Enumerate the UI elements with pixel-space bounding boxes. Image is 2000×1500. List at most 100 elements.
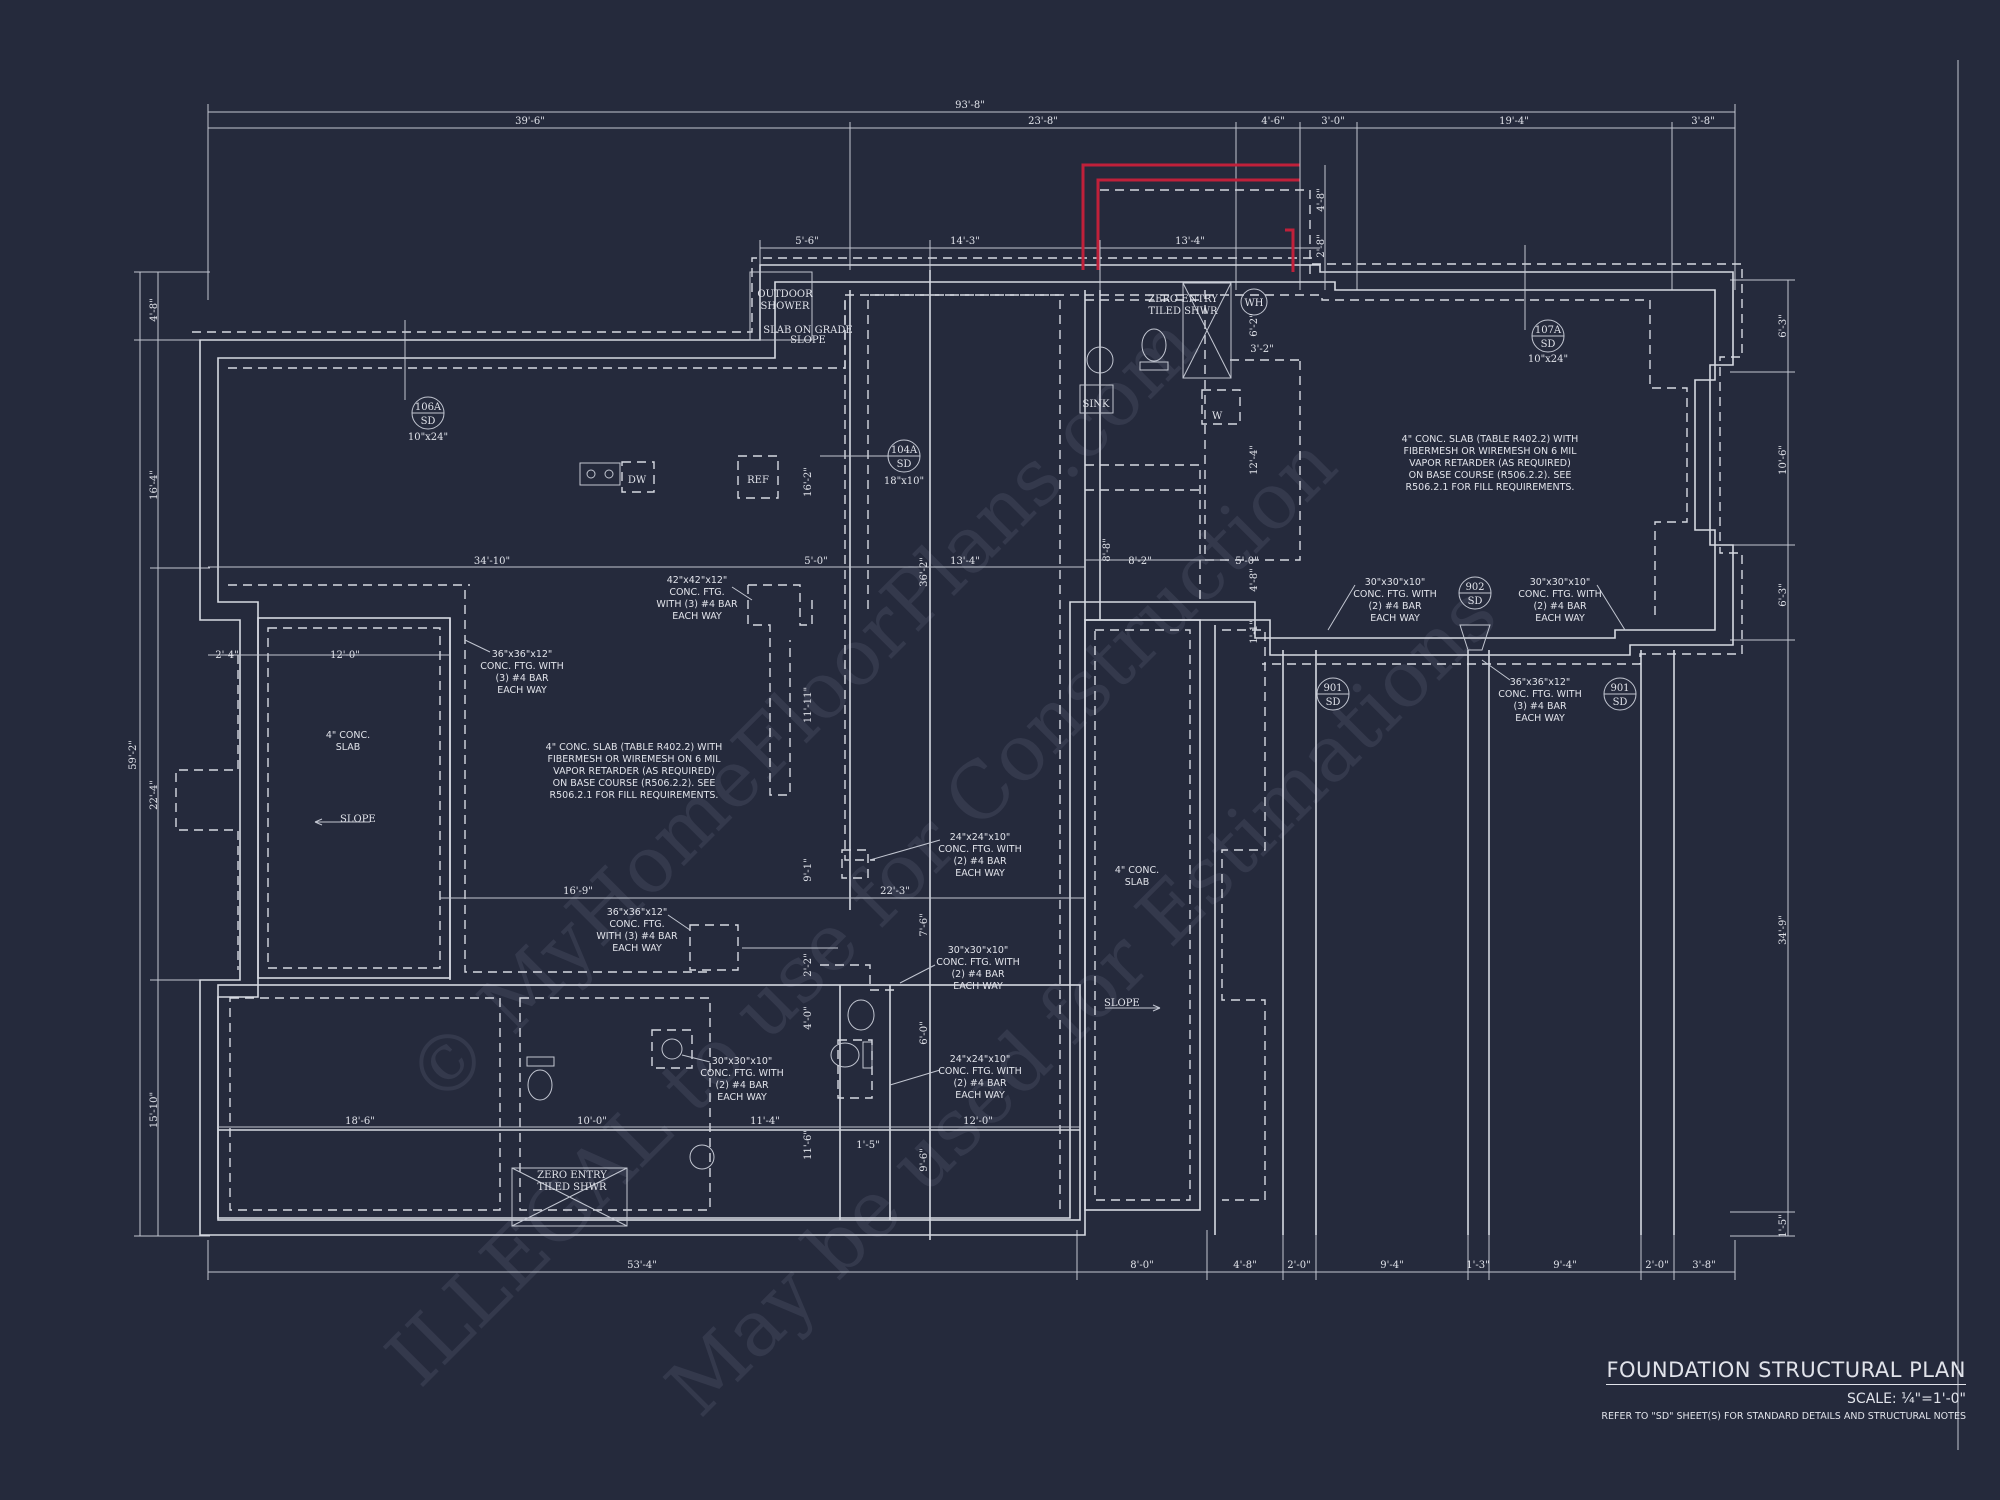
dim-int-w4: 8'-2" [1128, 556, 1151, 567]
dim-left-d: 15'-10" [149, 1092, 160, 1128]
svg-text:CONC. FTG. WITH: CONC. FTG. WITH [938, 844, 1022, 855]
sheet-reference-note: REFER TO "SD" SHEET(S) FOR STANDARD DETA… [1601, 1411, 1966, 1422]
dim-int-v3: 11'-11" [803, 687, 814, 723]
dim-right-e: 1'-5" [1778, 1214, 1789, 1237]
dim-right-d: 34'-9" [1778, 915, 1789, 945]
lav-box [651, 1029, 693, 1069]
dim-bottom-h: 2'-0" [1645, 1260, 1668, 1271]
svg-text:WITH (3) #4 BAR: WITH (3) #4 BAR [656, 599, 738, 610]
dishwasher-box [621, 461, 655, 493]
svg-text:30"x30"x10": 30"x30"x10" [1530, 577, 1591, 588]
slab-left-label-1: 4" CONC. [326, 730, 370, 741]
washer-box [1201, 389, 1241, 425]
dim-int-v16: 1'-1" [1249, 620, 1260, 643]
sheet-title: FOUNDATION STRUCTURAL PLAN [1606, 1358, 1966, 1385]
svg-text:(2) #4 BAR: (2) #4 BAR [951, 969, 1005, 980]
dim-left-c: 22'-4" [149, 780, 160, 810]
svg-text:(2) #4 BAR: (2) #4 BAR [1368, 601, 1422, 612]
highlighted-wall-inner [1096, 178, 1300, 270]
detail-tag: 106A SD 10"x24" [404, 320, 448, 443]
dim-int-w13: 1'-5" [856, 1140, 879, 1151]
dim-top-e: 19'-4" [1499, 116, 1529, 127]
tag-902-top: 902 [1465, 582, 1484, 593]
note-ftg-42: 42"x42"x12" CONC. FTG. WITH (3) #4 BAR E… [656, 575, 738, 622]
dim-int-w12: 11'-4" [750, 1116, 780, 1127]
dim-int-w2: 5'-0" [804, 556, 827, 567]
svg-text:42"x42"x12": 42"x42"x12" [667, 575, 728, 586]
svg-text:EACH WAY: EACH WAY [955, 868, 1005, 879]
svg-text:ON BASE COURSE (R506.2.2). SEE: ON BASE COURSE (R506.2.2). SEE [1409, 470, 1572, 481]
dim-int-w11: 10'-0" [577, 1116, 607, 1127]
note-ftg-24b: 24"x24"x10" CONC. FTG. WITH (2) #4 BAR E… [938, 1054, 1022, 1101]
svg-text:EACH WAY: EACH WAY [497, 685, 547, 696]
dim-int-w3: 13'-4" [950, 556, 980, 567]
note-ftg-36b: 36"x36"x12" CONC. FTG. WITH (3) #4 BAR E… [596, 907, 678, 954]
svg-text:CONC. FTG. WITH: CONC. FTG. WITH [938, 1066, 1022, 1077]
foundation-outer-wall [199, 264, 1734, 1236]
lav-icon [689, 1144, 715, 1170]
zero-entry-top-label-1: ZERO ENTRY [1148, 294, 1218, 305]
dim-bottom-b: 8'-0" [1130, 1260, 1153, 1271]
svg-text:4" CONC. SLAB (TABLE R402.2) W: 4" CONC. SLAB (TABLE R402.2) WITH [546, 742, 723, 753]
tag-901-top: 901 [1323, 683, 1342, 694]
slab-on-grade-label: SLAB ON GRADE [763, 325, 852, 336]
dim-bottom-i: 3'-8" [1692, 1260, 1715, 1271]
dim-right-b: 10'-6" [1778, 445, 1789, 475]
svg-text:(3) #4 BAR: (3) #4 BAR [1513, 701, 1567, 712]
tag-106a-size: 10"x24" [408, 432, 448, 443]
washer-label: W [1212, 411, 1223, 422]
tag-901b-top: 901 [1610, 683, 1629, 694]
svg-text:(3) #4 BAR: (3) #4 BAR [495, 673, 549, 684]
tag-104a-size: 18"x10" [884, 476, 924, 487]
detail-tag: 901 SD [1603, 677, 1637, 711]
fixtures: OUTDOOR SHOWER SLAB ON GRADE SLOPE ZERO … [314, 271, 1268, 1227]
dim-int-v10: 9'-6" [919, 1148, 930, 1171]
svg-text:CONC. FTG. WITH: CONC. FTG. WITH [1518, 589, 1602, 600]
highlighted-wall-stub [1285, 228, 1295, 272]
footing-42-outline [747, 584, 813, 796]
tag-901b-bot: SD [1613, 697, 1628, 708]
foundation-walls [175, 160, 1743, 1240]
dim-int-v12: 6'-2" [1249, 313, 1260, 336]
dim-top-v1: 4'-8" [1316, 188, 1327, 211]
right-dimensions: 6'-3" 10'-6" 6'-3" 34'-9" 1'-5" [1730, 279, 1795, 1238]
dim-bottom-f: 1'-3" [1466, 1260, 1489, 1271]
note-ftg-24a: 24"x24"x10" CONC. FTG. WITH (2) #4 BAR E… [938, 832, 1022, 879]
dim-top-c: 4'-6" [1261, 116, 1284, 127]
dim-top-i: 13'-4" [1175, 236, 1205, 247]
svg-text:30"x30"x10": 30"x30"x10" [1365, 577, 1426, 588]
top-dimensions: 93'-8" 39'-6" 23'-8" 4'-6" 3'-0" 19'-4" … [207, 100, 1736, 300]
dim-right-c: 6'-3" [1778, 583, 1789, 606]
svg-text:(2) #4 BAR: (2) #4 BAR [1533, 601, 1587, 612]
svg-text:(2) #4 BAR: (2) #4 BAR [953, 1078, 1007, 1089]
dim-top-a: 39'-6" [515, 116, 545, 127]
slab-on-grade-slope-label: SLOPE [790, 335, 826, 346]
water-heater-label: WH [1245, 298, 1264, 309]
foundation-footing-outline [192, 257, 1743, 665]
interior-dimensions: 34'-10" 5'-0" 13'-4" 8'-2" 5'-0" 2'-4" 1… [208, 313, 1274, 1172]
svg-text:VAPOR RETARDER (AS REQUIRED): VAPOR RETARDER (AS REQUIRED) [553, 766, 715, 777]
dim-int-w14: 12'-0" [963, 1116, 993, 1127]
svg-text:30"x30"x10": 30"x30"x10" [948, 945, 1009, 956]
wall-mid-slab [1084, 619, 1201, 1211]
dim-int-w1: 34'-10" [474, 556, 510, 567]
note-ftg-30b: 30"x30"x10" CONC. FTG. WITH (2) #4 BAR E… [700, 1056, 784, 1103]
dim-bottom-e: 9'-4" [1380, 1260, 1403, 1271]
zero-entry-shower-bottom [511, 1167, 628, 1227]
dim-right-a: 6'-3" [1778, 314, 1789, 337]
svg-text:24"x24"x10": 24"x24"x10" [950, 832, 1011, 843]
note-slab-main: 4" CONC. SLAB (TABLE R402.2) WITH FIBERM… [546, 742, 723, 801]
zero-entry-bottom-label-2: TILED SHWR [537, 1182, 607, 1193]
svg-text:(2) #4 BAR: (2) #4 BAR [715, 1080, 769, 1091]
svg-text:EACH WAY: EACH WAY [955, 1090, 1005, 1101]
tag-107a-size: 10"x24" [1528, 354, 1568, 365]
note-ftg-36a: 36"x36"x12" CONC. FTG. WITH (3) #4 BAR E… [480, 649, 564, 696]
dim-left-overall: 59'-2" [128, 740, 139, 770]
dim-int-w10: 18'-6" [345, 1116, 375, 1127]
dim-top-g: 5'-6" [795, 236, 818, 247]
footing-left-step [175, 655, 239, 970]
svg-text:CONC. FTG. WITH: CONC. FTG. WITH [480, 661, 564, 672]
note-ftg-36c: 36"x36"x12" CONC. FTG. WITH (3) #4 BAR E… [1498, 677, 1582, 724]
slab-mid-label-1: 4" CONC. [1115, 865, 1159, 876]
